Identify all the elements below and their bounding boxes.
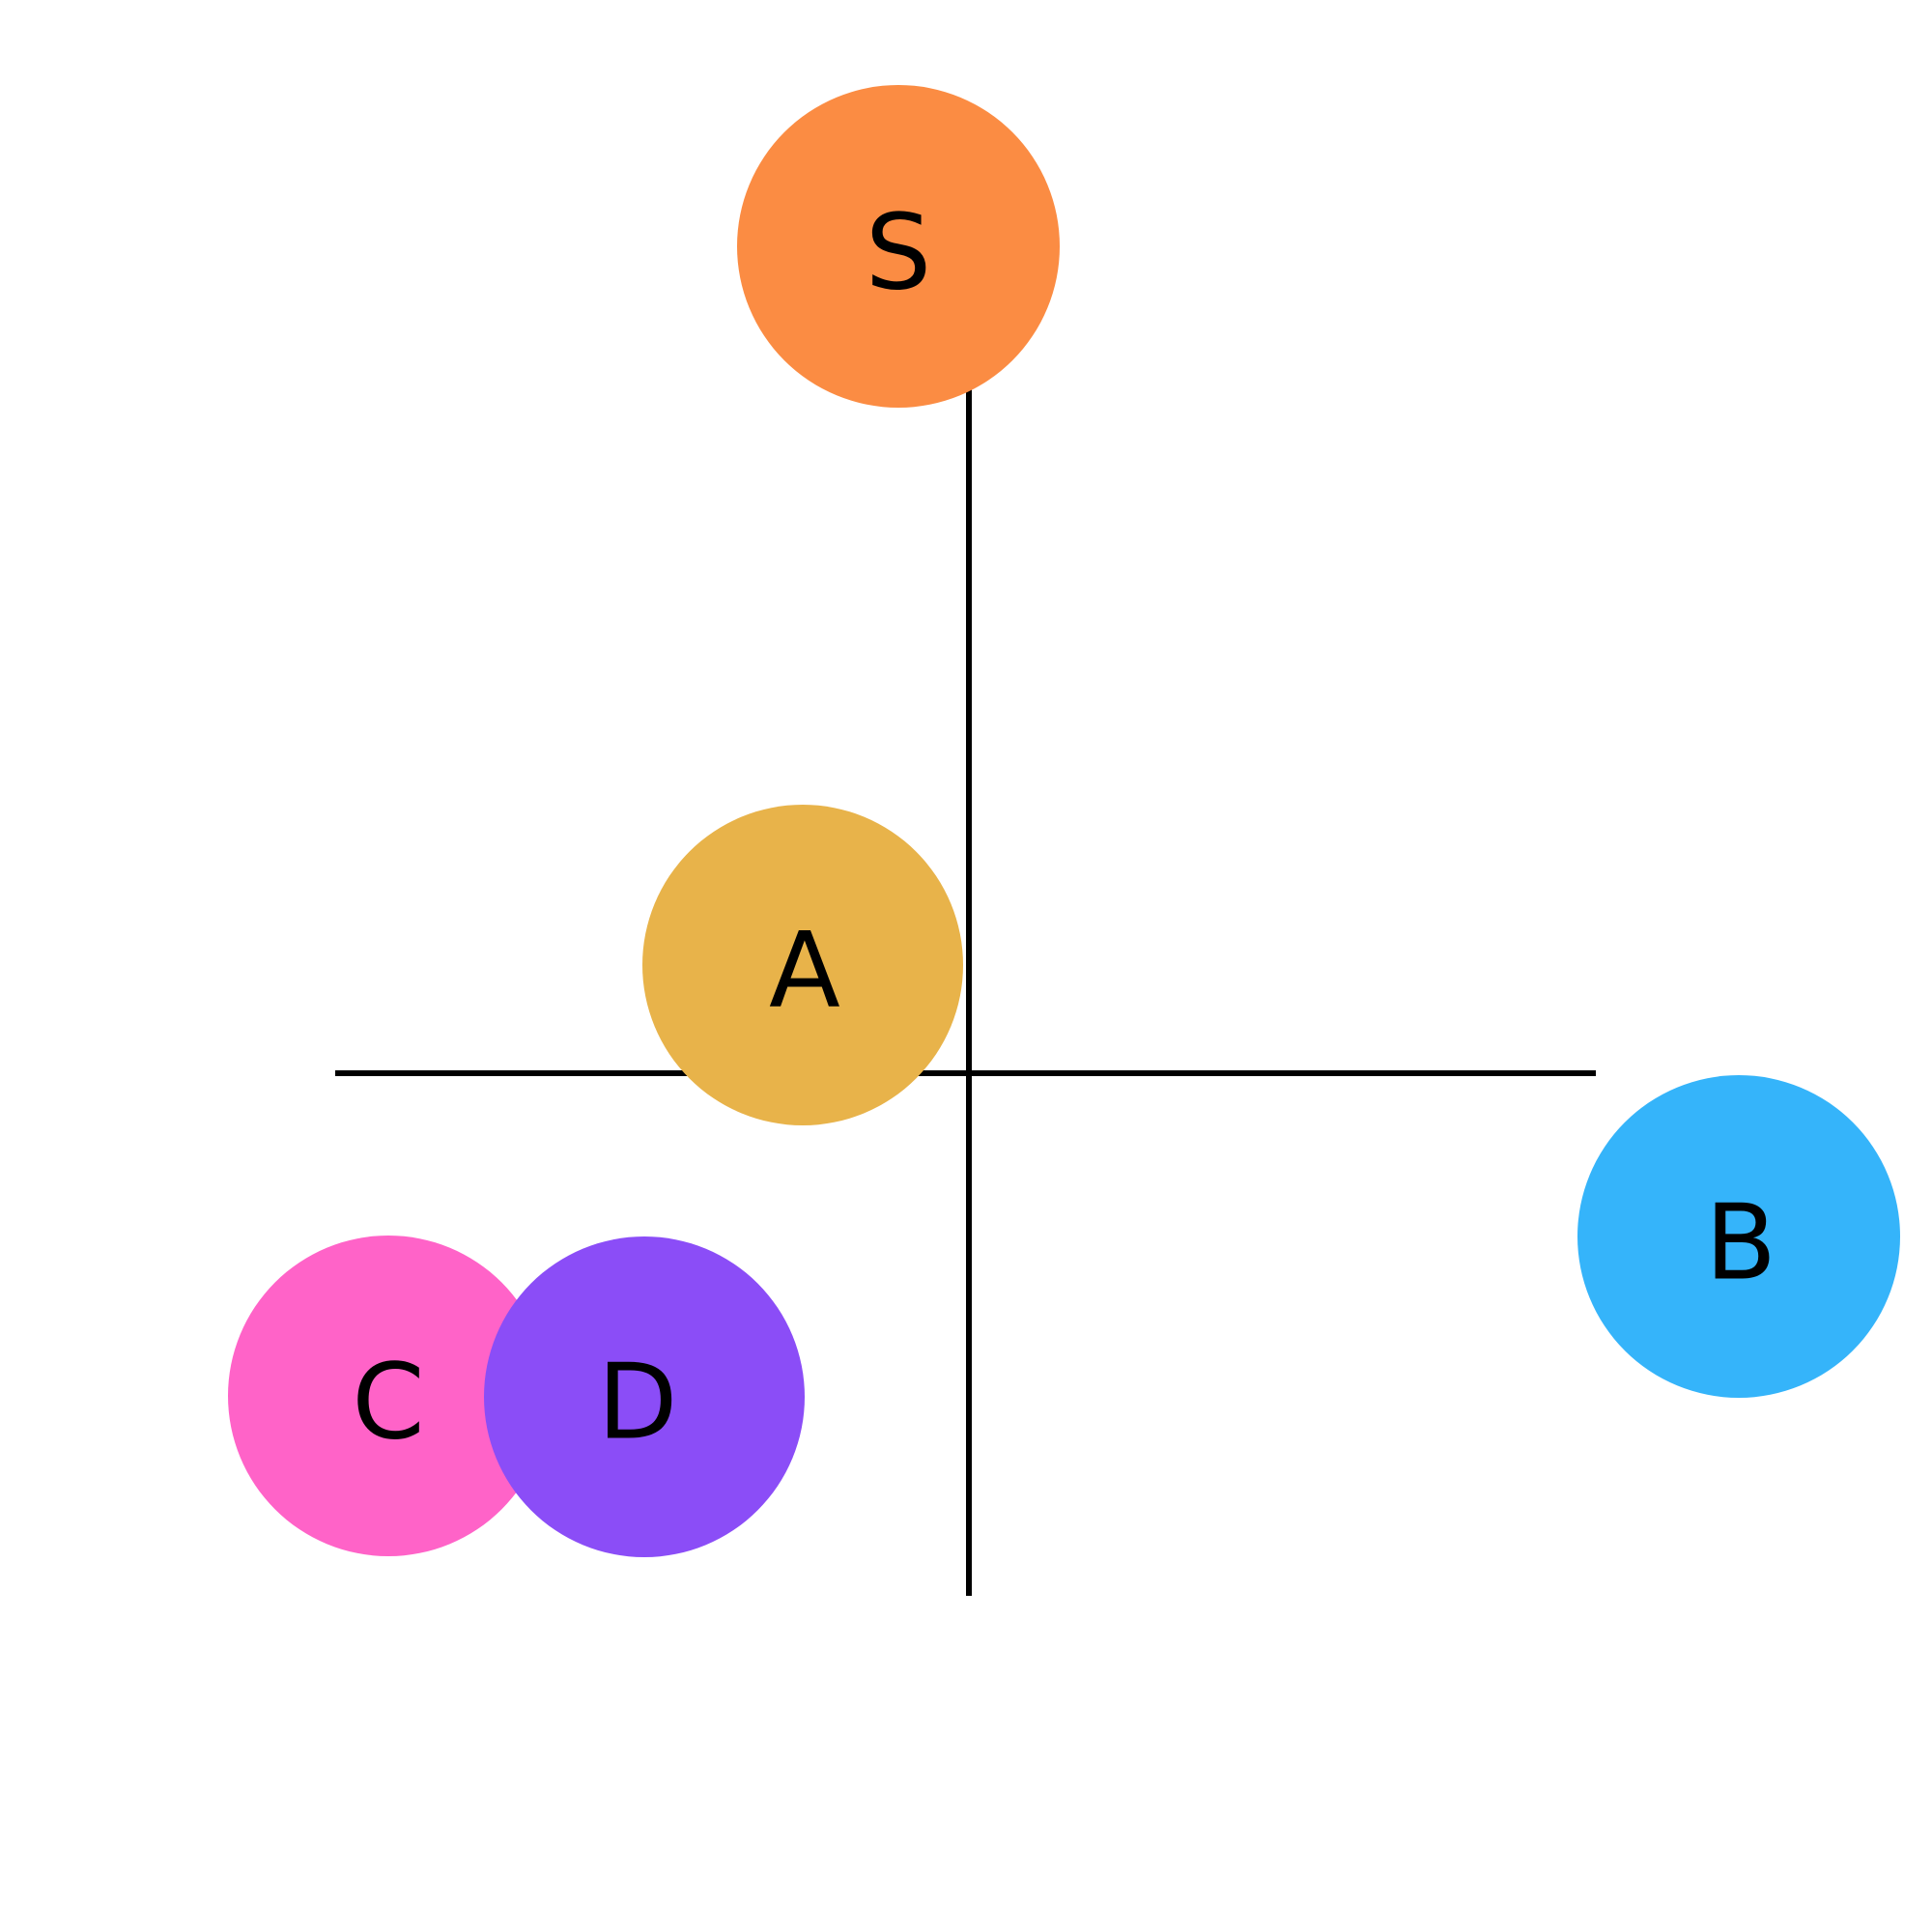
node-S[interactable]: S [737,85,1060,408]
node-label-S: S [866,193,932,314]
node-circle-D[interactable] [484,1236,805,1557]
node-C[interactable]: C [228,1236,549,1556]
node-A[interactable]: A [642,805,963,1125]
node-label-C: C [352,1343,424,1463]
node-circle-C[interactable] [228,1236,549,1556]
node-circle-A[interactable] [642,805,963,1125]
node-B[interactable]: B [1577,1075,1900,1398]
node-D[interactable]: D [484,1236,805,1557]
node-layer: S A C D B [228,85,1900,1557]
node-circle-B[interactable] [1577,1075,1900,1398]
node-label-B: B [1705,1183,1776,1304]
node-label-A: A [769,911,840,1032]
node-label-D: D [597,1343,677,1463]
node-circle-S[interactable] [737,85,1060,408]
